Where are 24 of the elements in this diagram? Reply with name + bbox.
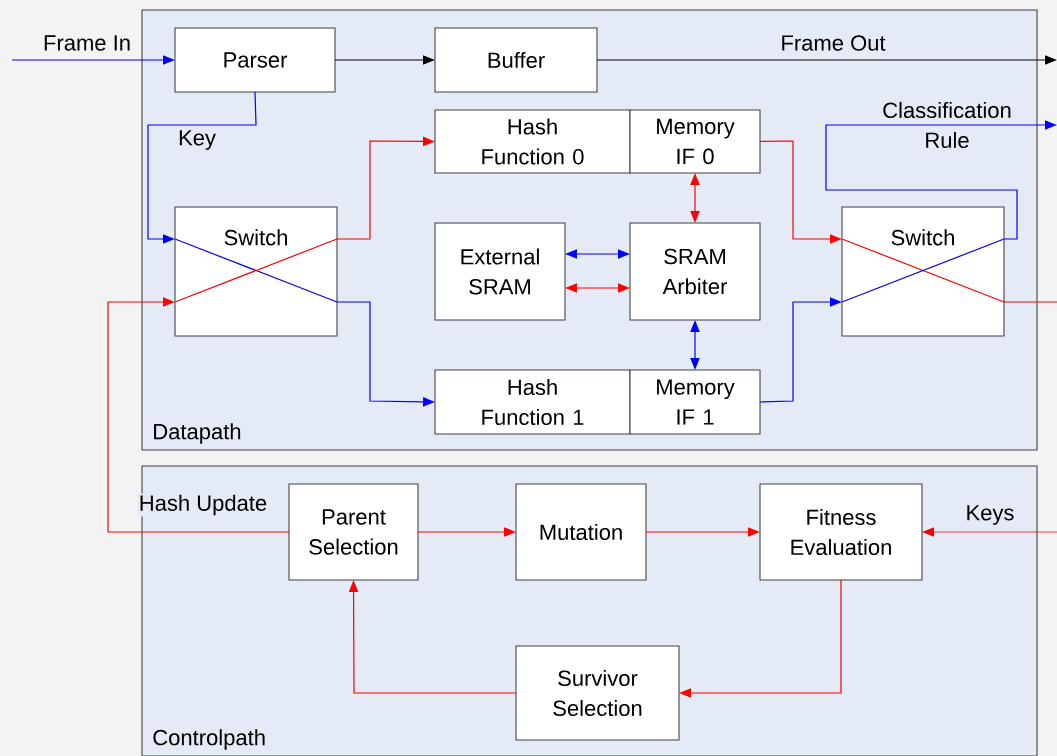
process-box: Hash Function 0 <box>434 109 631 174</box>
edge-label: Keys <box>967 505 1014 525</box>
process-box: Parent Selection <box>288 483 419 581</box>
arrow <box>147 91 257 244</box>
edge-label: Frame Out <box>782 35 886 51</box>
switch-box <box>841 206 1005 337</box>
edge-label: Frame In <box>44 35 130 51</box>
process-box: Mutation <box>515 483 647 581</box>
edge-label: Key <box>179 130 216 150</box>
process-box: Fitness Evaluation <box>759 483 923 581</box>
process-box: External SRAM <box>434 222 566 321</box>
process-box: Memory IF 1 <box>629 369 761 435</box>
switch-label: Switch <box>891 229 954 246</box>
edge-label: Classification Rule <box>883 101 1011 149</box>
edge-label: Hash Update <box>140 494 267 516</box>
process-box: Hash Function 1 <box>434 369 631 435</box>
process-box: Memory IF 0 <box>629 109 761 174</box>
process-box: Buffer <box>434 27 598 93</box>
process-box: SRAM Arbiter <box>629 222 761 321</box>
process-box: Survivor Selection <box>515 645 680 741</box>
arrow <box>107 297 290 533</box>
switch-box <box>174 206 338 337</box>
process-box: Parser <box>174 27 336 93</box>
switch-label: Switch <box>224 229 287 246</box>
